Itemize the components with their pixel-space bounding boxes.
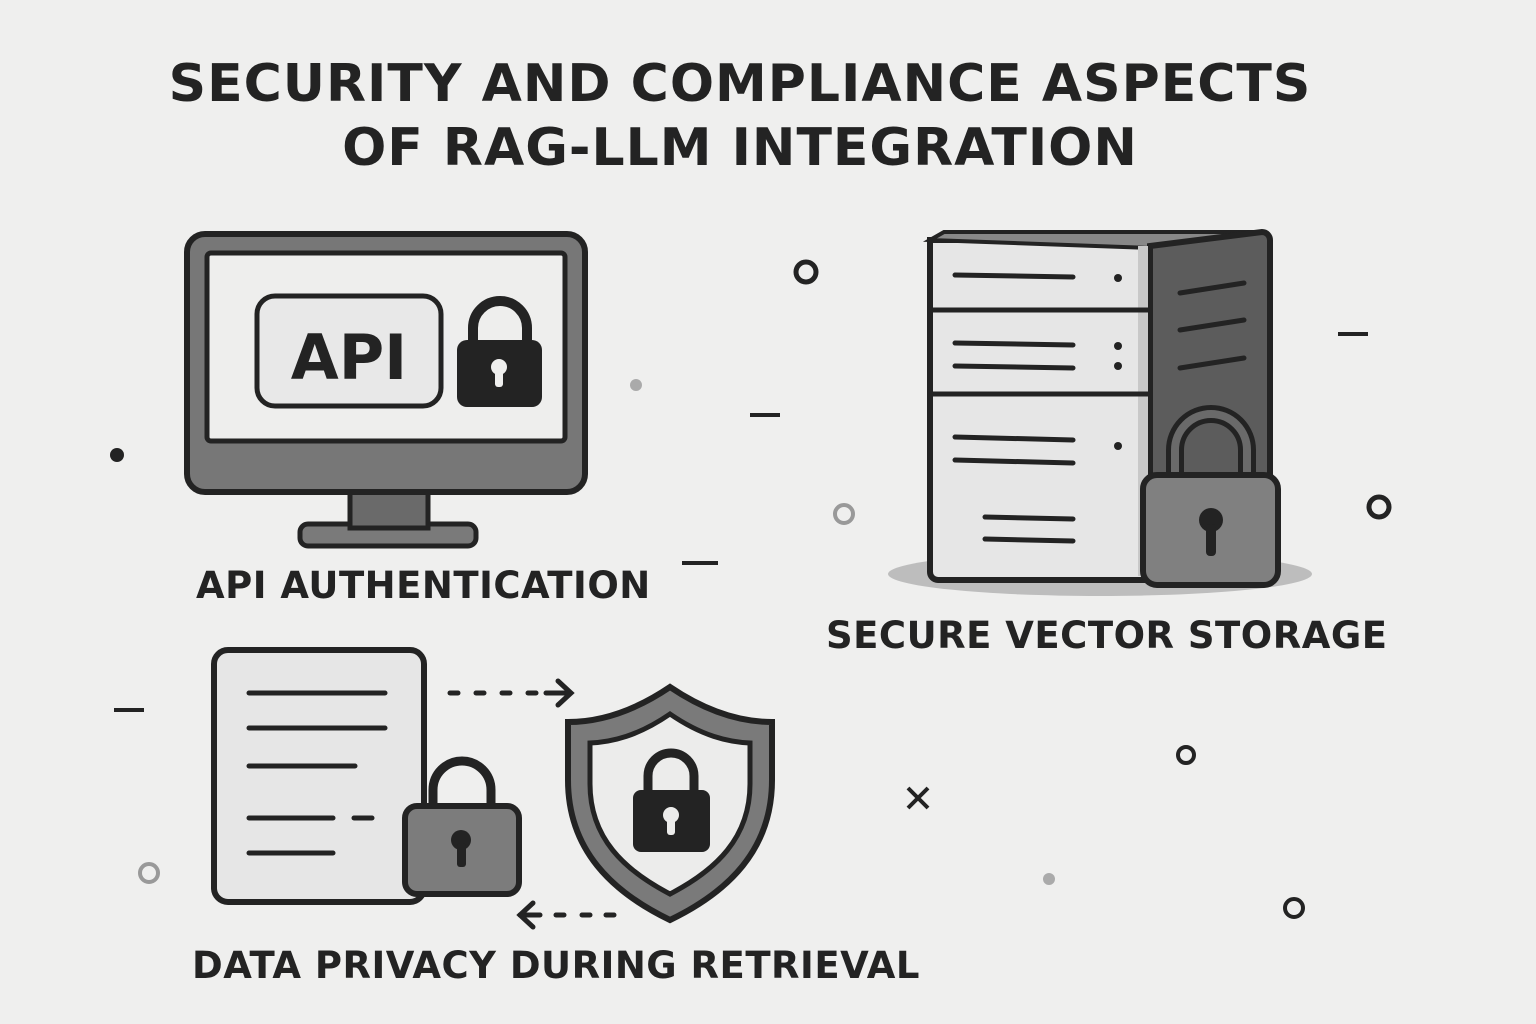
page-title: SECURITY AND COMPLIANCE ASPECTS OF RAG-L… bbox=[0, 52, 1480, 180]
label-secure-vector-storage: SECURE VECTOR STORAGE bbox=[826, 614, 1388, 657]
decor-ring bbox=[1176, 745, 1196, 765]
decor-cross bbox=[906, 786, 930, 810]
lock-icon bbox=[457, 296, 542, 407]
title-line-2: OF RAG-LLM INTEGRATION bbox=[342, 118, 1138, 178]
server-lock-icon bbox=[1140, 405, 1281, 588]
document-icon bbox=[211, 647, 522, 905]
decor-dot bbox=[110, 448, 124, 462]
decor-ring bbox=[793, 259, 819, 285]
monitor-icon: API bbox=[184, 231, 588, 549]
api-badge bbox=[254, 293, 444, 409]
label-api-authentication: API AUTHENTICATION bbox=[196, 564, 651, 607]
label-data-privacy: DATA PRIVACY DURING RETRIEVAL bbox=[192, 944, 920, 987]
shield-icon bbox=[565, 683, 775, 924]
decor-dot-gray bbox=[630, 379, 642, 391]
document-lock-icon bbox=[402, 756, 522, 897]
decor-ring bbox=[1283, 897, 1305, 919]
decorations bbox=[110, 259, 1392, 919]
shield-lock-icon bbox=[633, 748, 710, 852]
decor-ring-gray bbox=[833, 503, 855, 525]
flow-arrow-left bbox=[516, 900, 617, 930]
server-icon bbox=[888, 228, 1312, 596]
decor-ring-gray bbox=[138, 862, 160, 884]
title-line-1: SECURITY AND COMPLIANCE ASPECTS bbox=[168, 54, 1312, 114]
decor-dot-gray bbox=[1043, 873, 1055, 885]
api-badge-text: API bbox=[291, 321, 408, 394]
flow-arrow-right bbox=[447, 678, 575, 708]
decor-ring bbox=[1366, 494, 1392, 520]
